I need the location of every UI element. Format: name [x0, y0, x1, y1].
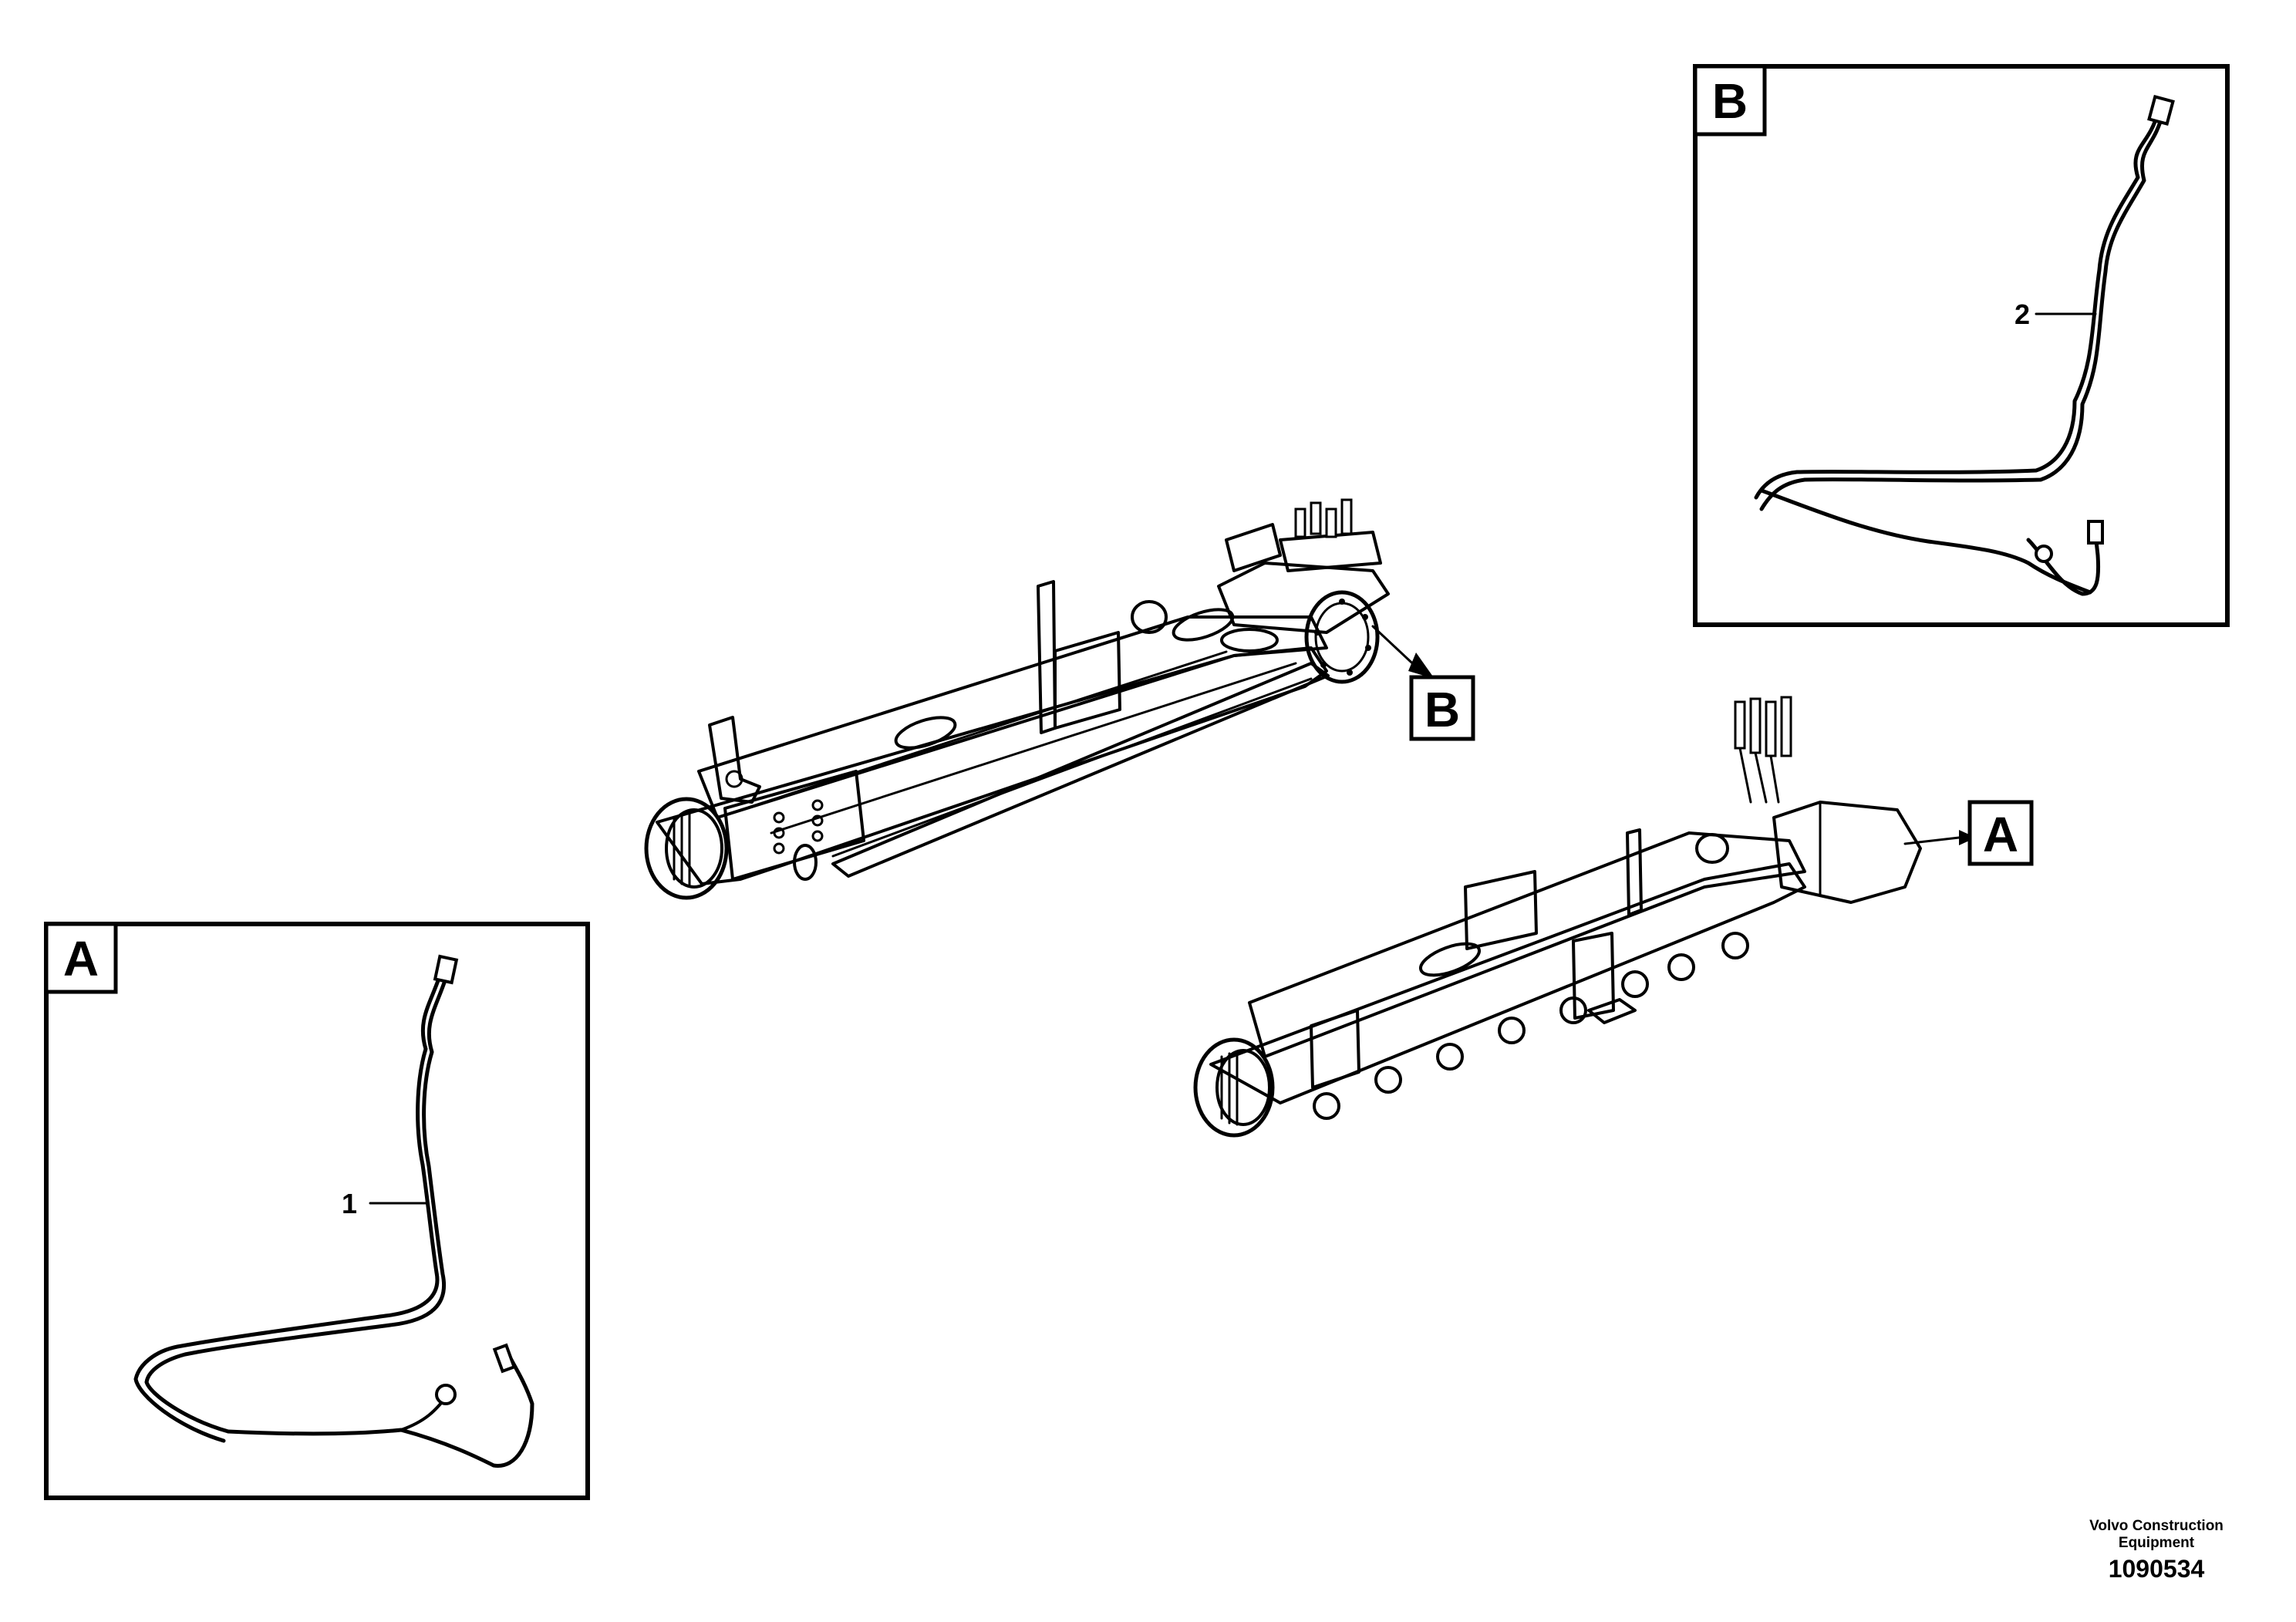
pointer-a: A	[1903, 800, 2034, 866]
part-number: 1090534	[2108, 1555, 2205, 1583]
wire-harness-2[interactable]	[1754, 94, 2175, 596]
track-frame-lower[interactable]	[1193, 696, 1922, 1138]
inset-a-panel: A 1	[44, 922, 590, 1500]
callout-1: 1	[342, 1188, 357, 1219]
callout-2: 2	[2014, 298, 2030, 330]
inset-b-panel: B 2	[1693, 64, 2230, 627]
track-frame-upper[interactable]	[644, 498, 1390, 900]
inset-b-label: B	[1712, 73, 1748, 129]
wire-harness-1[interactable]	[133, 954, 534, 1468]
pointer-b: B	[1371, 625, 1475, 741]
pointer-a-label: A	[1983, 807, 2018, 862]
inset-a-label: A	[63, 931, 99, 986]
pointer-b-label: B	[1424, 682, 1460, 737]
company-name: Volvo Construction Equipment	[2089, 1518, 2224, 1551]
footer-block: Volvo Construction Equipment 1090534	[2068, 1518, 2245, 1583]
